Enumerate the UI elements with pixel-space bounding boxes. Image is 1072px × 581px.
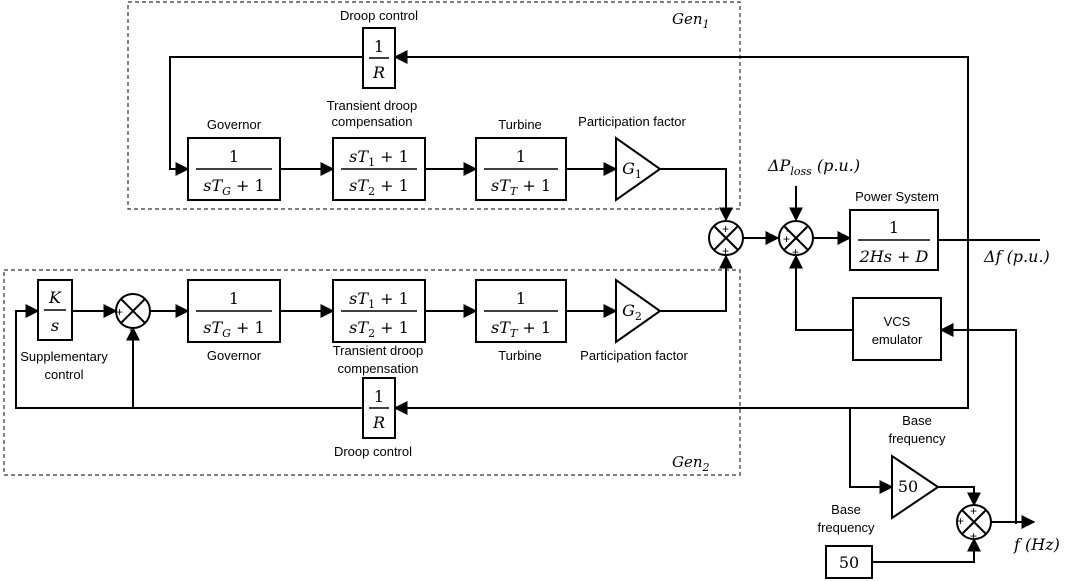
gen1-droop-num: 1: [374, 37, 384, 56]
gen1-turbine-label: Turbine: [498, 117, 542, 132]
gen2-governor-num: 1: [229, 289, 239, 308]
gen1-pf-label: Participation factor: [578, 114, 686, 129]
base-freq-gain-value: 50: [898, 477, 918, 496]
ploss-input-label: ΔPloss (p.u.): [767, 156, 860, 178]
gen2-tdc-num: sT1 + 1: [349, 289, 409, 311]
base-freq2-label-1: Base: [831, 502, 861, 517]
vcs-label-2: emulator: [872, 332, 923, 347]
gen2-droop-label: Droop control: [334, 444, 412, 459]
sum3-plus-bottom: +: [970, 529, 977, 543]
sum3-plus-left: +: [957, 514, 964, 528]
gen2-droop-den: R: [372, 413, 385, 432]
gen1-droop-den: R: [372, 63, 385, 82]
gen2-turbine-num: 1: [516, 289, 526, 308]
gen1-tdc-num: sT1 + 1: [349, 147, 409, 169]
f-hz-output-label: f (Hz): [1013, 535, 1060, 554]
sum3-plus-top: +: [970, 504, 977, 518]
gen1-pf-gain-text: G1: [622, 159, 642, 181]
sum1-plus-top: +: [722, 222, 729, 236]
gen2-group: [3, 269, 741, 476]
gen2-droop-num: 1: [374, 387, 384, 406]
gen1-droop-label: Droop control: [340, 8, 418, 23]
sum2-minus: -: [786, 223, 790, 237]
sum2-plus-left: +: [783, 232, 790, 246]
gen2-governor-den: sTG + 1: [203, 318, 264, 340]
gen1-turbine-num: 1: [516, 147, 526, 166]
gen2-tdc-den: sT2 + 1: [349, 318, 409, 340]
gen2-supp-den: s: [51, 316, 59, 335]
gen2-supp-num: K: [48, 288, 62, 307]
base-freq-label-2: frequency: [888, 431, 946, 446]
gen2-pf-label: Participation factor: [580, 348, 688, 363]
gen2-supp-label-1: Supplementary: [20, 349, 108, 364]
sum2-plus-bottom: +: [792, 245, 799, 259]
gen2-pf-gain-text: G2: [622, 301, 642, 323]
gen2-turbine-den: sTT + 1: [491, 318, 551, 340]
sum1-plus-bottom: +: [722, 244, 729, 258]
power-system-label: Power System: [855, 189, 939, 204]
vcs-emulator-block: [852, 297, 942, 361]
base-freq2-label-2: frequency: [817, 520, 875, 535]
gen1-title: Gen1: [672, 10, 710, 31]
gen1-tdc-label-2: compensation: [332, 114, 413, 129]
power-system-num: 1: [889, 218, 899, 237]
base-freq-label-1: Base: [902, 413, 932, 428]
gen2-sum-plus: +: [116, 305, 123, 319]
gen1-tdc-label-1: Transient droop: [327, 98, 418, 113]
vcs-label-1: VCS: [884, 314, 911, 329]
base-freq-constant-value: 50: [839, 553, 859, 572]
power-system-den: 2Hs + D: [859, 247, 929, 266]
gen2-title: Gen2: [672, 453, 710, 474]
gen1-tdc-den: sT2 + 1: [349, 176, 409, 198]
delta-f-output-label: Δf (p.u.): [983, 247, 1050, 266]
gen2-governor-label: Governor: [207, 348, 262, 363]
gen1-governor-num: 1: [229, 147, 239, 166]
gen2-supp-label-2: control: [44, 367, 83, 382]
gen1-group: [127, 1, 741, 210]
gen2-tdc-label-2: compensation: [338, 361, 419, 376]
gen2-tdc-label-1: Transient droop: [333, 343, 424, 358]
gen1-governor-label: Governor: [207, 117, 262, 132]
summing-junction-generators: [708, 220, 744, 256]
gen2-turbine-label: Turbine: [498, 348, 542, 363]
gen1-turbine-den: sTT + 1: [491, 176, 551, 198]
gen1-governor-den: sTG + 1: [203, 176, 264, 198]
